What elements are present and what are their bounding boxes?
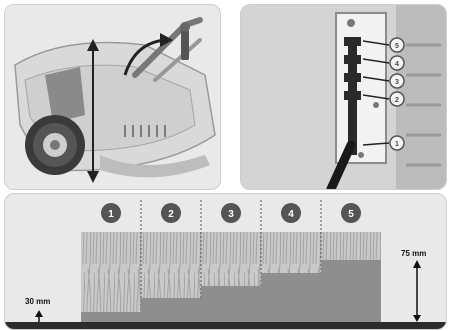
cutting-height-diagram: 1 2 3 4 5 30 mm 75 mm (5, 194, 446, 329)
lever-position-2: 2 (389, 91, 405, 107)
min-height-label: 30 mm (25, 297, 50, 306)
svg-text:5: 5 (395, 43, 399, 50)
mower-icon (5, 5, 220, 189)
cut-block-level-2 (141, 298, 201, 324)
mower-illustration-panel (4, 4, 221, 190)
level-bubble-3: 3 (221, 203, 241, 223)
svg-text:2: 2 (395, 97, 399, 104)
cut-block-level-5 (321, 260, 381, 324)
svg-text:5: 5 (348, 209, 354, 220)
cut-block-level-3 (201, 286, 261, 324)
svg-text:3: 3 (228, 209, 234, 220)
svg-text:1: 1 (108, 209, 114, 220)
lever-position-5: 5 (389, 37, 405, 53)
cutting-height-panel: 1 2 3 4 5 30 mm 75 mm (4, 193, 447, 330)
max-height-arrow-icon (413, 260, 421, 322)
height-lever-icon (241, 5, 446, 189)
ground-line (5, 322, 446, 329)
svg-text:1: 1 (395, 141, 399, 148)
svg-text:2: 2 (168, 209, 174, 220)
svg-text:4: 4 (395, 61, 399, 68)
max-height-label: 75 mm (401, 249, 426, 258)
lever-position-4: 4 (389, 55, 405, 71)
min-height-arrow-icon (35, 310, 43, 322)
level-bubble-2: 2 (161, 203, 181, 223)
lever-position-3: 3 (389, 73, 405, 89)
cut-block-level-4 (261, 273, 321, 324)
level-bubble-1: 1 (101, 203, 121, 223)
level-bubble-5: 5 (341, 203, 361, 223)
svg-text:4: 4 (288, 209, 294, 220)
lever-closeup-panel: 5 4 3 2 1 (240, 4, 447, 190)
lever-position-1: 1 (389, 135, 405, 151)
level-bubble-4: 4 (281, 203, 301, 223)
svg-text:3: 3 (395, 79, 399, 86)
